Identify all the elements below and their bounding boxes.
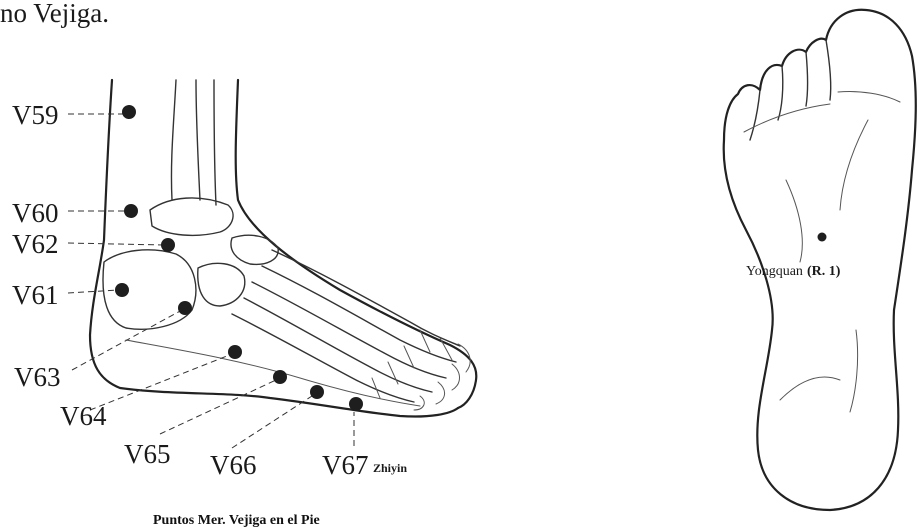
toe-line-2 [778,66,783,120]
dot-v63 [178,301,192,315]
sole-outline [724,10,916,510]
leader-v65 [160,380,276,434]
dot-v67 [349,397,363,411]
leader-v62 [68,243,164,245]
dot-v59 [122,105,136,119]
label-v61: V61 [12,280,59,310]
label-v62: V62 [12,229,59,259]
leader-v63 [72,310,182,370]
toe-line-4 [826,40,831,100]
sole-illustration [724,10,916,510]
leader-v64 [90,354,232,410]
leader-v61 [68,290,118,293]
yongquan-label: Yongquan (R. 1) [746,264,841,279]
yongquan-name: Yongquan [746,264,803,279]
yongquan-dot [818,233,827,242]
lateral-foot-illustration [90,80,476,417]
caption: Puntos Mer. Vejiga en el Pie [153,513,320,529]
label-v67: V67 [322,450,369,480]
metatarsal-2 [262,266,456,362]
toe-line-3 [806,52,808,106]
sole-crease-1 [786,180,802,262]
dot-v65 [273,370,287,384]
toe-creases [744,91,900,132]
leader-lines [68,114,354,448]
label-zhiyin: Zhiyin [373,461,407,475]
sole-crease-2 [840,120,868,210]
sole-crease-3 [850,330,858,412]
label-v65: V65 [124,439,171,469]
shin-line [214,80,216,205]
navicular-bone [231,235,278,264]
leg-back-outline [90,80,458,417]
dot-v64 [228,345,242,359]
label-v64: V64 [60,401,107,431]
toe-line-1 [750,90,760,140]
dot-v62 [161,238,175,252]
point-labels: V59 V60 V62 V61 V63 V64 V65 V66 V67 Zhiy… [12,100,407,480]
talus-bone [150,198,233,235]
heel-crease [780,377,840,400]
label-v63: V63 [14,362,61,392]
metatarsal-4 [244,298,432,392]
dot-v60 [124,204,138,218]
cuboid-bone [198,263,245,306]
dot-v66 [310,385,324,399]
yongquan-code: (R. 1) [807,264,841,279]
leader-v66 [232,396,312,448]
label-v60: V60 [12,198,59,228]
tibia-line [171,80,176,200]
label-v59: V59 [12,100,59,130]
sole-contour [126,340,420,406]
fibula-line [196,80,200,200]
label-v66: V66 [210,450,257,480]
dot-v61 [115,283,129,297]
